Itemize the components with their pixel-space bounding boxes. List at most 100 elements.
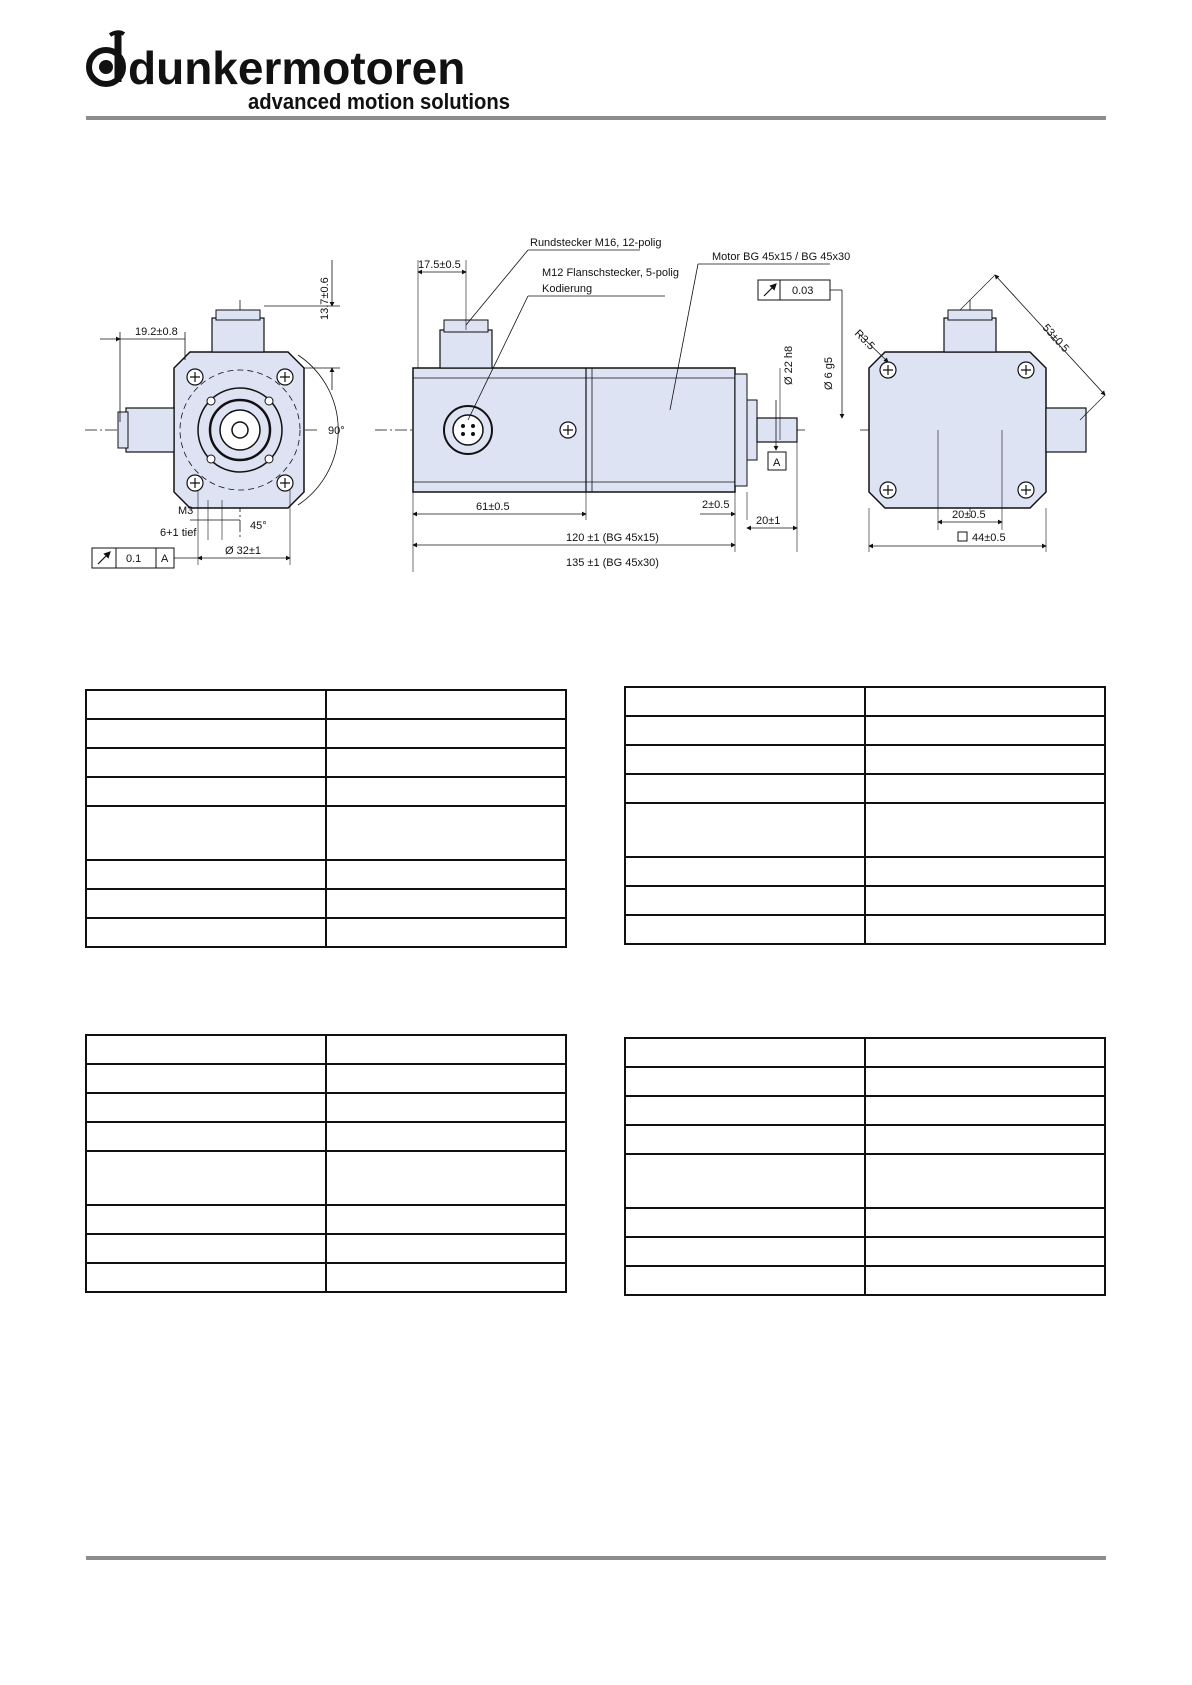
tol-front-value: 0.1	[126, 553, 141, 565]
table-cell	[864, 914, 1106, 945]
dim-square-44: 44±0.5	[972, 532, 1006, 544]
table-row	[624, 1066, 1106, 1097]
table-cell	[85, 1034, 327, 1065]
tol-front-datum: A	[161, 553, 169, 565]
table-cell	[85, 1092, 327, 1123]
table-cell	[325, 689, 567, 720]
table-cell	[624, 802, 866, 858]
dim-angle-90: 90°	[328, 425, 345, 437]
table-cell	[624, 885, 866, 916]
label-rundstecker: Rundstecker M16, 12-polig	[530, 237, 661, 249]
front-view: 19.2±0.8 13.7±0.6 90° 45° M3 6+1 tief 0.…	[85, 260, 345, 569]
dim-length-135: 135 ±1 (BG 45x30)	[566, 557, 659, 569]
table-row	[624, 715, 1106, 746]
dim-pilot-dia: Ø 22 h8	[783, 346, 795, 385]
dim-rear-20: 20±0.5	[952, 509, 986, 521]
footer-rule	[86, 1556, 1106, 1560]
table-cell	[325, 859, 567, 890]
table-row	[85, 718, 567, 749]
dim-thread-depth: 6+1 tief	[160, 527, 197, 539]
table-cell	[864, 1095, 1106, 1126]
table-cell	[624, 856, 866, 887]
table-row	[85, 747, 567, 778]
table-cell	[85, 1063, 327, 1094]
table-row	[624, 1095, 1106, 1126]
table-cell	[85, 1204, 327, 1235]
dim-radius: R3.5	[852, 328, 877, 353]
table-row	[624, 1153, 1106, 1209]
table-row	[85, 1233, 567, 1264]
dim-connector-height: 13.7±0.6	[319, 277, 331, 320]
table-cell	[85, 859, 327, 890]
table-cell	[624, 1153, 866, 1209]
label-flanschstecker: M12 Flanschstecker, 5-polig	[542, 267, 679, 279]
table-cell	[325, 1092, 567, 1123]
table-cell	[624, 1265, 866, 1296]
table-row	[85, 1063, 567, 1094]
table-bottom-left	[85, 1034, 567, 1293]
table-cell	[624, 715, 866, 746]
table-cell	[624, 1236, 866, 1267]
table-row	[85, 917, 567, 948]
table-cell	[864, 686, 1106, 717]
table-cell	[864, 1037, 1106, 1068]
table-cell	[85, 718, 327, 749]
label-motor-type: Motor BG 45x15 / BG 45x30	[712, 251, 850, 263]
tol-side-value: 0.03	[792, 285, 813, 297]
table-row	[85, 689, 567, 720]
brand-logo: dunkermotoren advanced motion solutions	[84, 30, 524, 120]
table-cell	[85, 1262, 327, 1293]
table-cell	[864, 1207, 1106, 1238]
table-row	[624, 1124, 1106, 1155]
side-view: 17.5±0.5 Rundstecker M16, 12-polig M12 F…	[375, 237, 850, 572]
table-cell	[325, 1204, 567, 1235]
table-cell	[864, 1153, 1106, 1209]
table-row	[624, 885, 1106, 916]
table-cell	[624, 686, 866, 717]
table-cell	[325, 1233, 567, 1264]
table-row	[85, 1034, 567, 1065]
table-cell	[325, 1121, 567, 1152]
table-cell	[85, 1233, 327, 1264]
dim-length-2: 2±0.5	[702, 499, 729, 511]
table-row	[624, 1236, 1106, 1267]
label-kodierung: Kodierung	[542, 283, 592, 295]
dim-front-width: 19.2±0.8	[135, 326, 178, 338]
table-cell	[325, 1150, 567, 1206]
table-cell	[864, 885, 1106, 916]
table-cell	[864, 1236, 1106, 1267]
table-row	[85, 805, 567, 861]
table-cell	[85, 888, 327, 919]
header-rule	[86, 116, 1106, 120]
table-cell	[325, 917, 567, 948]
table-row	[624, 773, 1106, 804]
table-row	[85, 1204, 567, 1235]
table-top-right	[624, 686, 1106, 945]
technical-drawing: 19.2±0.8 13.7±0.6 90° 45° M3 6+1 tief 0.…	[85, 237, 1106, 572]
table-cell	[85, 1150, 327, 1206]
table-row	[624, 1265, 1106, 1296]
brand-tagline: advanced motion solutions	[248, 89, 510, 114]
table-cell	[325, 718, 567, 749]
table-cell	[624, 1095, 866, 1126]
table-cell	[85, 917, 327, 948]
table-cell	[325, 776, 567, 807]
table-row	[85, 1092, 567, 1123]
table-cell	[624, 914, 866, 945]
table-row	[624, 802, 1106, 858]
table-cell	[85, 1121, 327, 1152]
dim-connector-offset: 17.5±0.5	[418, 259, 461, 271]
table-cell	[624, 1124, 866, 1155]
table-row	[624, 914, 1106, 945]
table-row	[85, 776, 567, 807]
table-row	[624, 1207, 1106, 1238]
table-cell	[624, 1066, 866, 1097]
table-cell	[85, 689, 327, 720]
table-row	[624, 686, 1106, 717]
table-row	[85, 1150, 567, 1206]
table-row	[624, 744, 1106, 775]
table-cell	[624, 773, 866, 804]
table-row	[85, 1262, 567, 1293]
table-bottom-right	[624, 1037, 1106, 1296]
dim-length-120: 120 ±1 (BG 45x15)	[566, 532, 659, 544]
